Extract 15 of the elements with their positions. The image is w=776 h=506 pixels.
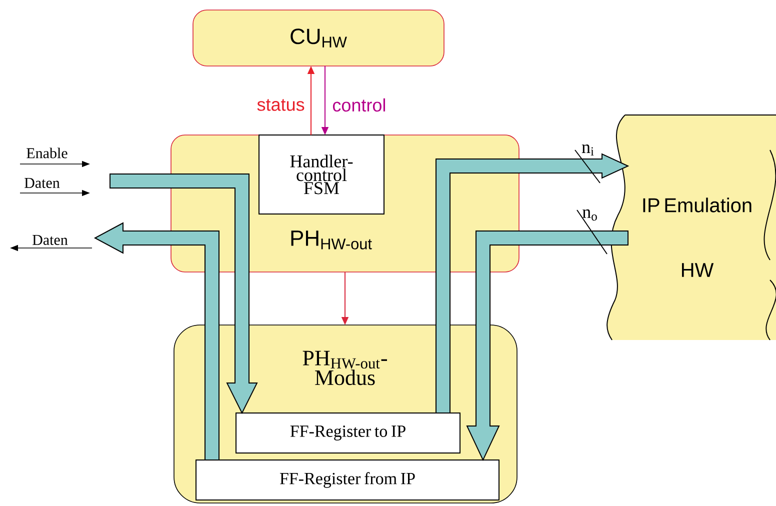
signal-label: Daten (24, 178, 60, 188)
bus-arrow (466, 230, 628, 462)
block-label: IP Emulation (643, 198, 752, 212)
register-box: FF-Register from IP (196, 460, 500, 500)
signal-label: Enable (26, 148, 68, 158)
signal-label: Daten (32, 235, 68, 245)
register-box: FF-Register to IP (236, 412, 460, 454)
edge-label: status (256, 98, 306, 112)
rounded-box: CU$_{HW}$ (192, 10, 444, 66)
bus-arrow (94, 222, 220, 460)
block-label: HW (682, 263, 714, 277)
bus-arrow (436, 153, 630, 414)
bus-arrow (110, 174, 258, 414)
fsm-box: Handler-control FSM (258, 134, 384, 214)
edge-label: control (331, 97, 388, 113)
